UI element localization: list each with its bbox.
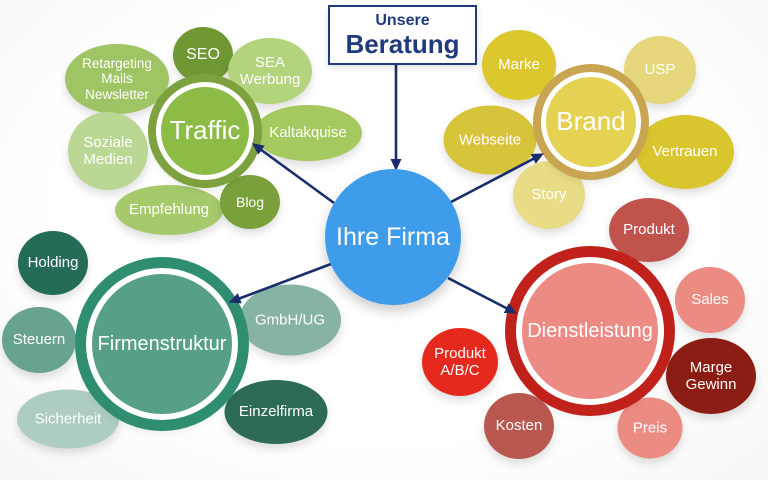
satellite-soziale-medien-label: Soziale Medien: [83, 133, 133, 168]
node-ihre-firma: Ihre Firma: [325, 169, 461, 305]
satellite-steuern: Steuern: [2, 307, 76, 373]
satellite-sales-label: Sales: [691, 291, 729, 309]
arrow-firma-to-traffic: [251, 143, 335, 205]
satellite-sicherheit-label: Sicherheit: [34, 410, 102, 428]
satellite-empfehlung-label: Empfehlung: [128, 201, 210, 219]
satellite-kaltakquise-label: Kaltakquise: [269, 124, 347, 142]
satellite-seo-label: SEO: [186, 45, 220, 63]
arrow-firma-to-firmenstruktur: [228, 262, 332, 304]
satellite-blog-label: Blog: [235, 193, 265, 210]
satellite-gmbh-ug: GmbH/UG: [239, 284, 341, 356]
satellite-sea-werbung-label: SEA Werbung: [239, 53, 301, 88]
satellite-steuern-label: Steuern: [12, 331, 66, 349]
title-line-1: Unsere: [375, 11, 430, 29]
arrow-firma-to-dienstleistung: [447, 276, 517, 314]
satellite-story-label: Story: [531, 186, 567, 204]
satellite-vertrauen-label: Vertrauen: [652, 143, 718, 161]
satellite-marge-gewinn: Marge Gewinn: [666, 338, 756, 414]
satellite-usp-label: USP: [644, 61, 676, 79]
hub-firmenstruktur-label: Firmenstruktur: [97, 332, 227, 355]
hub-brand: Brand: [541, 72, 641, 172]
satellite-produkt-abc-label: Produkt A/B/C: [434, 344, 486, 379]
satellite-sea-werbung: SEA Werbung: [228, 38, 312, 104]
satellite-einzelfirma: Einzelfirma: [224, 380, 328, 444]
satellite-holding: Holding: [18, 231, 88, 295]
satellite-empfehlung: Empfehlung: [115, 185, 223, 235]
satellite-kosten-label: Kosten: [495, 417, 543, 435]
satellite-marge-gewinn-label: Marge Gewinn: [685, 358, 737, 393]
satellite-preis-label: Preis: [632, 419, 668, 437]
satellite-produkt: Produkt: [609, 198, 689, 262]
satellite-webseite-label: Webseite: [458, 131, 522, 149]
hub-traffic: Traffic: [156, 82, 254, 180]
satellite-webseite: Webseite: [443, 105, 537, 175]
satellite-einzelfirma-label: Einzelfirma: [238, 403, 314, 421]
satellite-retargeting-mails-newsletter: Retargeting Mails Newsletter: [65, 44, 169, 114]
hub-firmenstruktur: Firmenstruktur: [86, 268, 238, 420]
satellite-vertrauen: Vertrauen: [636, 115, 734, 189]
hub-traffic-label: Traffic: [169, 115, 241, 146]
satellite-story: Story: [513, 161, 585, 229]
satellite-gmbh-ug-label: GmbH/UG: [254, 311, 325, 329]
title-box: Unsere Beratung: [328, 5, 477, 65]
satellite-retargeting-label: Retargeting Mails Newsletter: [82, 55, 152, 102]
hub-brand-label: Brand: [556, 106, 626, 137]
satellite-soziale-medien: Soziale Medien: [68, 112, 148, 190]
satellite-seo: SEO: [173, 27, 233, 83]
satellite-marke: Marke: [482, 30, 556, 100]
satellite-usp: USP: [624, 36, 696, 104]
satellite-produkt-label: Produkt: [623, 221, 675, 239]
hub-dienstleistung: Dienstleistung: [516, 257, 664, 405]
title-line-2: Beratung: [345, 28, 460, 59]
satellite-sales: Sales: [675, 267, 745, 333]
satellite-preis: Preis: [617, 397, 683, 459]
satellite-sicherheit: Sicherheit: [17, 389, 119, 449]
satellite-produkt-abc: Produkt A/B/C: [422, 328, 498, 396]
satellite-kosten: Kosten: [484, 393, 554, 459]
satellite-blog: Blog: [220, 175, 280, 229]
satellite-kaltakquise: Kaltakquise: [254, 105, 362, 161]
hub-dienstleistung-label: Dienstleistung: [527, 319, 653, 342]
satellite-marke-label: Marke: [498, 56, 540, 74]
satellite-holding-label: Holding: [27, 254, 79, 272]
node-ihre-firma-label: Ihre Firma: [336, 222, 450, 251]
arrow-firma-to-brand: [450, 153, 544, 204]
